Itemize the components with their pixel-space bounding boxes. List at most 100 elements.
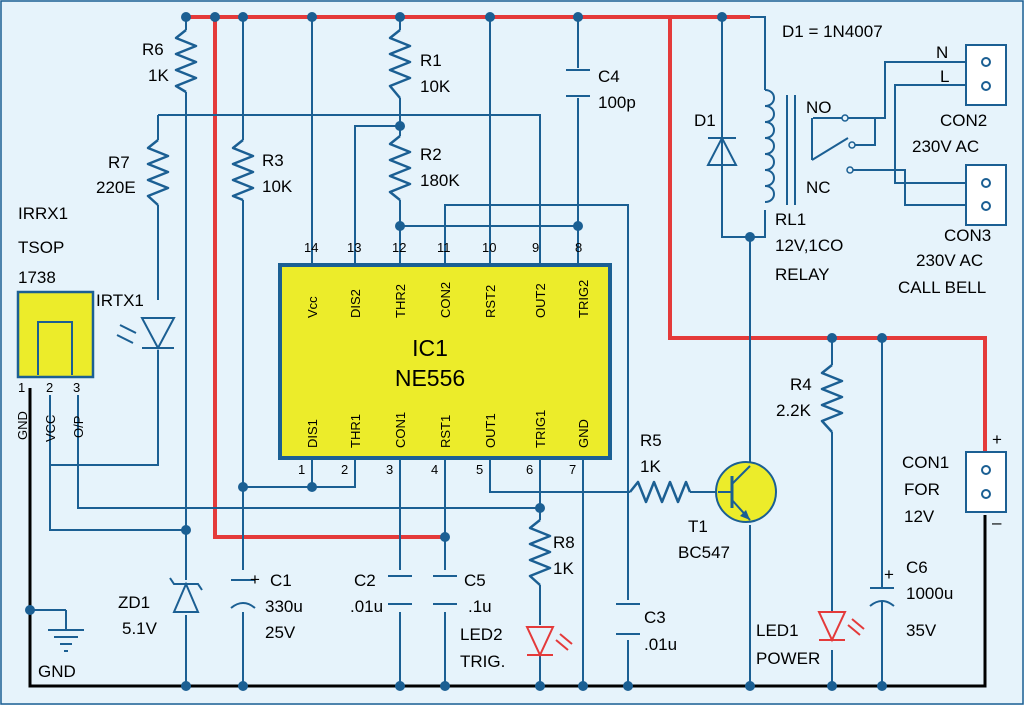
relay-nc-label: NC — [806, 178, 831, 197]
c4-value: 100p — [598, 93, 636, 112]
c6-plus-label: + — [884, 565, 894, 584]
ic-pin-name: THR2 — [393, 284, 408, 318]
r7-ref: R7 — [108, 153, 130, 172]
tsop-pin1: 1 — [18, 380, 25, 395]
r6-value: 1K — [148, 66, 169, 85]
irtx1-ref: IRTX1 — [96, 291, 144, 310]
led1-ref: LED1 — [756, 621, 799, 640]
zd1-ref: ZD1 — [118, 593, 150, 612]
c1-ref: C1 — [270, 571, 292, 590]
ic-pin-number: 12 — [392, 240, 406, 255]
irrx1-line1: TSOP — [18, 238, 64, 257]
ic-pin-number: 2 — [341, 462, 348, 477]
junction-dots — [25, 12, 887, 691]
con2-l-label: L — [940, 67, 949, 86]
ic-pin-name: TRIG2 — [576, 280, 591, 318]
led2-ref: LED2 — [460, 625, 503, 644]
ic-pin-number: 8 — [575, 240, 582, 255]
tsop-pin3: 3 — [73, 380, 80, 395]
t1-ref: T1 — [688, 517, 708, 536]
c4-ref: C4 — [598, 67, 620, 86]
ic-pin-number: 3 — [386, 462, 393, 477]
r5-ref: R5 — [640, 431, 662, 450]
c6-value: 1000u — [906, 584, 953, 603]
ic-pin-number: 11 — [437, 240, 451, 255]
r3-ref: R3 — [262, 151, 284, 170]
ic-pin-number: 14 — [304, 240, 318, 255]
d1-note: D1 = 1N4007 — [782, 22, 883, 41]
r2-value: 180K — [420, 171, 460, 190]
rl1-type: RELAY — [775, 265, 830, 284]
ic-pin-number: 5 — [476, 462, 483, 477]
ic-pin-name: TRIG1 — [533, 410, 548, 448]
ir-receiver-tsop — [16, 290, 95, 379]
c5-ref: C5 — [464, 571, 486, 590]
con2-n-label: N — [936, 43, 948, 62]
con3-desc: CALL BELL — [898, 278, 986, 297]
resistor-r6 — [174, 29, 198, 94]
ic-pin-name: DIS1 — [305, 419, 320, 448]
ground-icon — [30, 609, 84, 652]
capacitor-c1: + — [230, 570, 260, 609]
ic-pin-name: CON1 — [393, 412, 408, 448]
con2-value: 230V AC — [912, 137, 979, 156]
ic-pin-name: DIS2 — [348, 289, 363, 318]
transistor-t1 — [715, 461, 777, 523]
led2-desc: TRIG. — [460, 652, 505, 671]
zd1-value: 5.1V — [122, 619, 158, 638]
ic-pin-name: OUT2 — [533, 283, 548, 318]
con1-ref: CON1 — [902, 453, 949, 472]
ic-pin-number: 9 — [532, 240, 539, 255]
con2-ref: CON2 — [940, 111, 987, 130]
c3-ref: C3 — [644, 608, 666, 627]
t1-value: BC547 — [678, 543, 730, 562]
ic-pin-number: 6 — [526, 462, 533, 477]
resistor-r5 — [629, 480, 692, 504]
con3-value: 230V AC — [916, 251, 983, 270]
resistor-r3 — [231, 139, 255, 202]
c1-value: 330u — [265, 597, 303, 616]
tsop-op-label: O/P — [71, 416, 86, 438]
c1-plus-label: + — [250, 570, 260, 589]
irrx1-line2: 1738 — [18, 268, 56, 287]
tsop-vcc-label: VCC — [43, 415, 58, 442]
resistor-r4 — [820, 364, 844, 433]
relay-rl1 — [764, 89, 856, 205]
r4-value: 2.2K — [776, 401, 812, 420]
ic-pin-name: OUT1 — [483, 413, 498, 448]
ic-pin-number: 10 — [482, 240, 496, 255]
tsop-pin2: 2 — [46, 380, 53, 395]
con1-desc1: FOR — [904, 480, 940, 499]
capacitor-c2 — [388, 575, 412, 605]
zener-diode-zd1 — [169, 577, 203, 613]
r8-ref: R8 — [553, 533, 575, 552]
capacitor-c5 — [433, 575, 457, 605]
resistor-r7 — [146, 139, 170, 206]
capacitor-c6: + — [869, 565, 895, 607]
d1-ref: D1 — [694, 111, 716, 130]
con1-minus: – — [992, 513, 1002, 532]
led1-desc: POWER — [756, 649, 820, 668]
ic-pin-name: Vcc — [305, 296, 320, 318]
connector-con1 — [965, 451, 1007, 513]
c6-ref: C6 — [906, 558, 928, 577]
ic1-ne556: IC1 NE556 — [278, 263, 612, 460]
ic-part: NE556 — [395, 365, 465, 391]
ir-led-irtx1 — [116, 317, 176, 351]
ic-pin-number: 4 — [431, 462, 438, 477]
r1-ref: R1 — [420, 51, 442, 70]
r5-value: 1K — [640, 457, 661, 476]
ic-pin-name: RST1 — [438, 415, 453, 448]
ic-pin-name: CON2 — [438, 282, 453, 318]
ic-pin-number: 7 — [569, 462, 576, 477]
diode-d1 — [706, 135, 738, 237]
capacitor-c3 — [616, 603, 640, 635]
ic-pin-number: 13 — [347, 240, 361, 255]
resistor-r1 — [388, 29, 412, 99]
r4-ref: R4 — [790, 375, 812, 394]
c3-value: .01u — [644, 635, 677, 654]
ic-ref: IC1 — [412, 335, 448, 361]
